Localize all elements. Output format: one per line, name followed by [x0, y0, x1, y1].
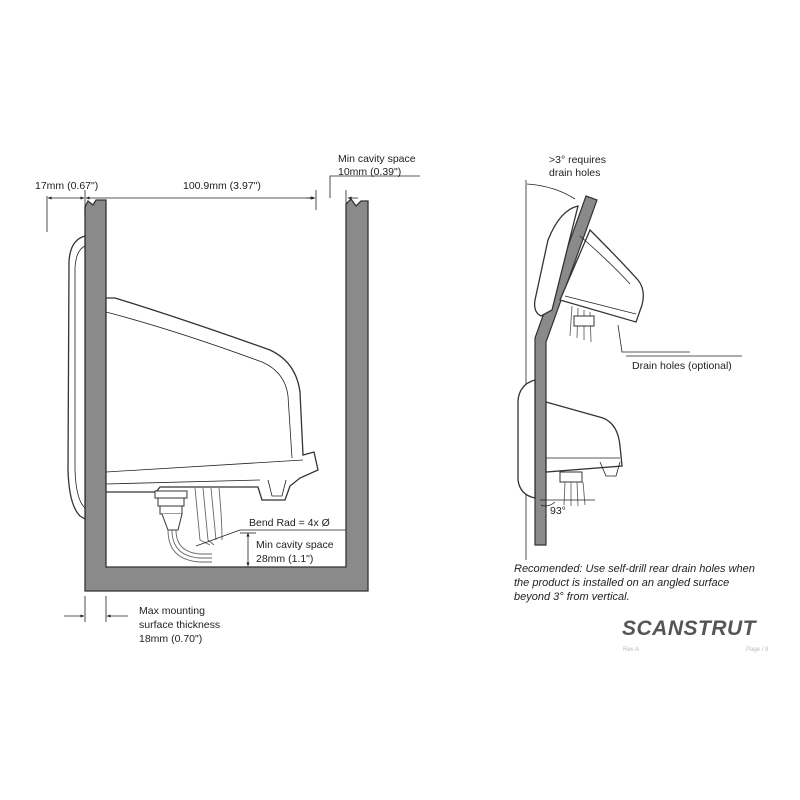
max-mount-line3: 18mm (0.70") — [139, 633, 202, 645]
max-mounting-dimension: Max mounting surface thickness 18mm (0.7… — [64, 596, 220, 645]
recommend-line1: Recomended: Use self-drill rear drain ho… — [514, 563, 755, 575]
footer-left: Rev A — [623, 647, 639, 653]
angle-note-line2: drain holes — [549, 167, 600, 179]
dim-side-label: 17mm (0.67") — [35, 180, 98, 192]
max-mount-line1: Max mounting — [139, 605, 205, 617]
recommend-line3: beyond 3° from vertical. — [514, 591, 630, 603]
cable-bundle — [167, 487, 223, 563]
left-cross-section: 17mm (0.67") 100.9mm (3.97") Min cavity … — [35, 153, 420, 645]
drain-holes-callout: Drain holes (optional) — [617, 324, 742, 372]
min-cavity-top: Min cavity space 10mm (0.39") — [306, 153, 420, 205]
recommend-line2: the product is installed on an angled su… — [514, 577, 729, 589]
device-front-bezel — [67, 235, 86, 521]
bend-radius-label: Bend Rad = 4x Ø — [249, 517, 330, 529]
min-cavity-bottom-line2: 28mm (1.1") — [256, 553, 313, 565]
dimension-top: 17mm (0.67") 100.9mm (3.97") — [35, 180, 317, 232]
angle-93-label: 93° — [550, 505, 566, 517]
cable-gland — [154, 490, 188, 531]
right-angled-section: 93° Drain holes (optional) >3° requires … — [514, 154, 769, 653]
min-cavity-top-line1: Min cavity space — [338, 153, 416, 165]
min-cavity-bottom-line1: Min cavity space — [256, 539, 334, 551]
cavity-bottom-annotations: Bend Rad = 4x Ø Min cavity space 28mm (1… — [195, 517, 346, 567]
min-cavity-top-line2: 10mm (0.39") — [338, 166, 401, 178]
upper-device — [533, 205, 644, 343]
angle-note-line1: >3° requires — [549, 154, 606, 166]
lower-device — [517, 379, 623, 507]
brand-logo: SCANSTRUT — [622, 617, 758, 640]
angle-93: 93° — [540, 499, 595, 517]
dim-width-label: 100.9mm (3.97") — [183, 180, 261, 192]
footer-right: Page / 9 — [746, 647, 769, 653]
angled-surface — [534, 195, 598, 546]
drain-holes-label: Drain holes (optional) — [632, 360, 732, 372]
device-body — [105, 297, 319, 501]
max-mount-line2: surface thickness — [139, 619, 220, 631]
